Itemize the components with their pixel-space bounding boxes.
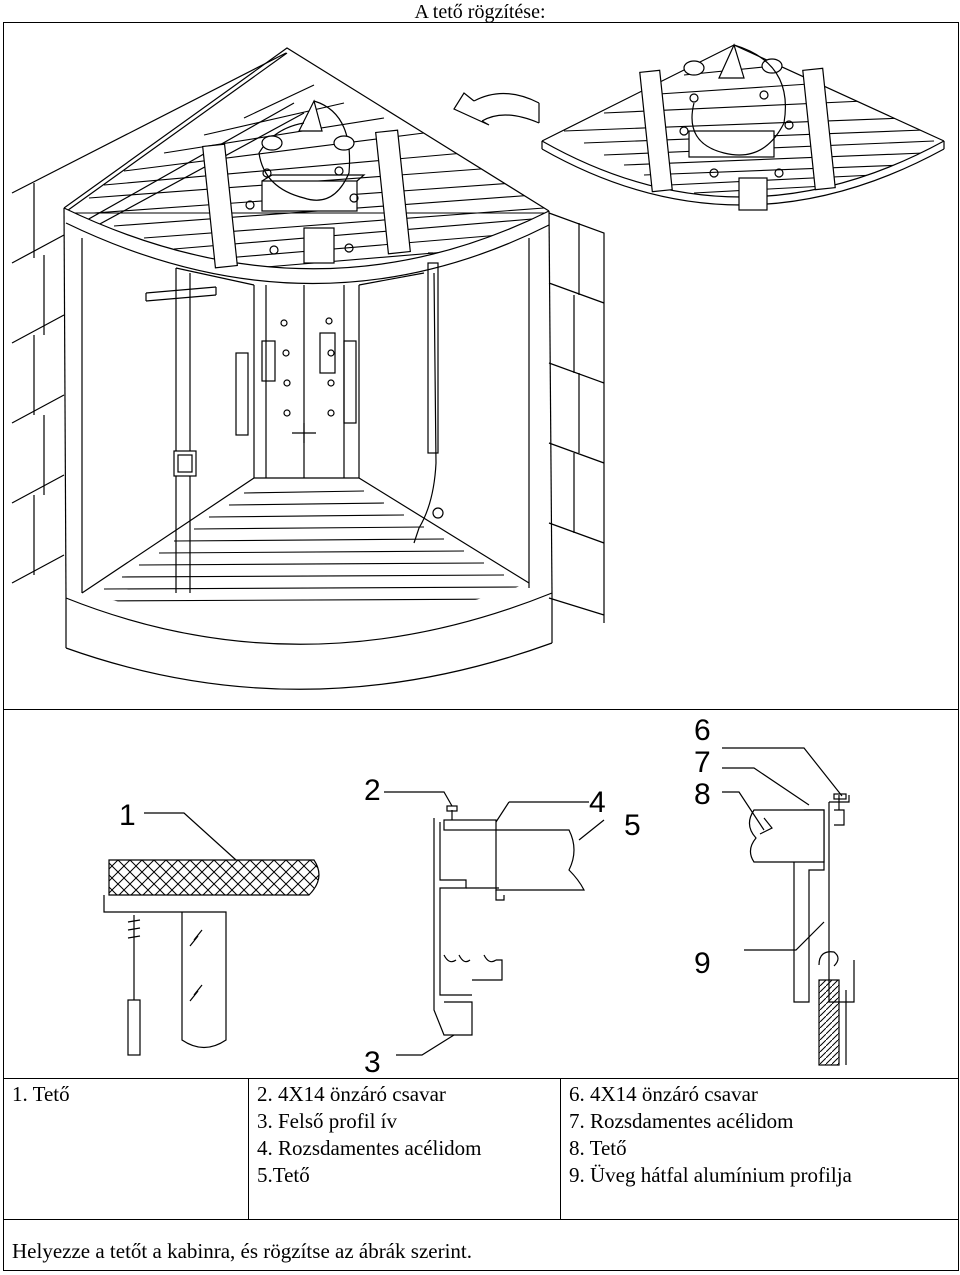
legend-item: 5.Tető xyxy=(257,1163,310,1187)
callout-6: 6 xyxy=(694,714,711,747)
detail-drawings: 1 2 3 4 5 6 7 8 9 xyxy=(103,714,855,1077)
placement-arrow xyxy=(473,92,540,104)
callout-4: 4 xyxy=(589,786,606,819)
callout-8: 8 xyxy=(694,778,711,811)
page-title: A tető rögzítése: xyxy=(414,1,546,23)
instruction-text: Helyezze a tetőt a kabinra, és rögzítse … xyxy=(3,1219,959,1271)
shower-cabin-drawing xyxy=(11,43,945,690)
callout-9: 9 xyxy=(694,947,711,980)
floor-slats xyxy=(93,490,525,602)
legend-item: 2. 4X14 önzáró csavar xyxy=(257,1082,446,1106)
roof-bracket-right xyxy=(375,129,411,255)
detail-2-profile xyxy=(384,791,605,1056)
detail-1-roof-panel xyxy=(103,812,320,1056)
roof-outline xyxy=(63,47,550,212)
legend-item: 9. Üveg hátfal alumínium profilja xyxy=(569,1163,852,1187)
callout-3: 3 xyxy=(364,1046,381,1077)
legend-column-2: 2. 4X14 önzáró csavar 3. Felső profil ív… xyxy=(249,1079,561,1219)
legend-item: 4. Rozsdamentes acélidom xyxy=(257,1136,482,1160)
callout-2: 2 xyxy=(364,774,381,807)
shower-cabin-illustration-panel xyxy=(3,22,959,710)
callout-1: 1 xyxy=(119,799,136,832)
tray-front xyxy=(65,592,553,645)
detail-drawings-panel: 1 2 3 4 5 6 7 8 9 xyxy=(3,709,959,1079)
roof-top xyxy=(64,52,305,239)
roof-bracket-left xyxy=(202,143,238,269)
callout-7: 7 xyxy=(694,746,711,779)
legend-table: 1. Tető 2. 4X14 önzáró csavar 3. Felső p… xyxy=(3,1078,959,1220)
callout-5: 5 xyxy=(624,809,641,842)
legend-item: 3. Felső profil ív xyxy=(257,1109,397,1133)
left-wall-tiles xyxy=(11,52,287,584)
right-wall-tiles xyxy=(548,212,605,623)
legend-item: 8. Tető xyxy=(569,1136,627,1160)
legend-item: 1. Tető xyxy=(12,1082,70,1106)
legend-column-1: 1. Tető xyxy=(4,1079,249,1219)
legend-column-3: 6. 4X14 önzáró csavar 7. Rozsdamentes ac… xyxy=(561,1079,957,1219)
legend-item: 6. 4X14 önzáró csavar xyxy=(569,1082,758,1106)
removed-roof-drawing xyxy=(541,43,945,211)
legend-item: 7. Rozsdamentes acélidom xyxy=(569,1109,794,1133)
detail-3-profile xyxy=(722,747,855,1066)
